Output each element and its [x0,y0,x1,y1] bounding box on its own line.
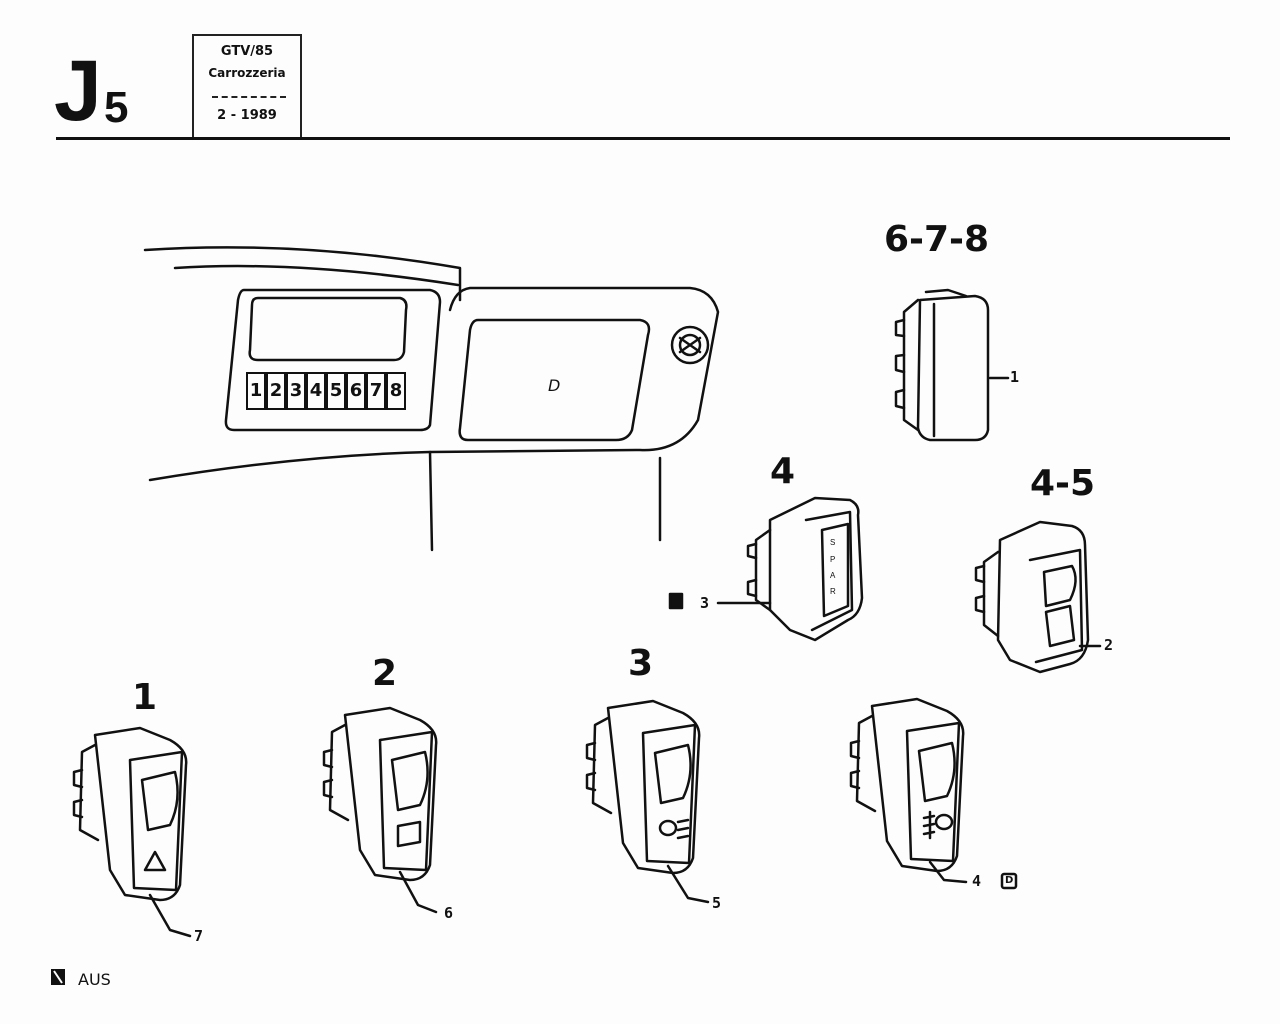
ref-1: 1 [1010,368,1020,386]
ref-3: 3 [700,594,710,612]
svg-text:S: S [830,538,835,547]
switch-3-illustration [585,699,710,904]
model-label: GTV/85 [220,44,274,59]
date-label: 2 - 1989 [217,108,277,123]
legend-text: AUS [78,970,111,989]
label-6-7-8: 6-7-8 [884,219,990,260]
switch-1-illustration [72,726,192,938]
svg-text:A: A [830,571,836,580]
dashboard-illustration [143,246,720,552]
ref-7: 7 [194,927,204,945]
info-box: GTV/85 Carrozzeria 2 - 1989 [192,34,302,139]
ref-2: 2 [1104,636,1114,654]
label-4-5: 4-5 [1030,463,1096,504]
glovebox-mark: D [548,376,561,395]
dashboard-switch-5: 5 [326,372,346,410]
svg-text:P: P [830,555,835,564]
section-name: Carrozzeria [208,66,286,80]
ref-4: 4 [972,872,982,890]
marker-d: D [1005,875,1014,886]
divider [212,96,286,98]
dashboard-switch-row: 1 2 3 4 5 6 7 8 [246,372,406,412]
section-number: 5 [104,83,129,132]
ref-5: 5 [712,894,722,912]
ref-6: 6 [444,904,454,922]
dashboard-switch-6: 6 [346,372,366,410]
switch-4-illustration: S P A R [716,496,864,642]
dashboard-switch-4: 4 [306,372,326,410]
label-2: 2 [372,653,398,694]
switch-2-illustration [322,706,438,914]
label-1: 1 [132,677,158,718]
dashboard-switch-3: 3 [286,372,306,410]
switch-4-5-illustration [974,520,1102,674]
header-rule [56,137,1230,140]
section-letter: J [54,43,102,139]
dashboard-switch-8: 8 [386,372,406,410]
svg-text:R: R [830,587,836,596]
label-4: 4 [770,451,796,492]
dashboard-switch-1: 1 [246,372,266,410]
legend-flag-icon [51,969,65,985]
label-3: 3 [628,643,654,684]
switch-4-bottom-illustration [849,697,1018,890]
dashboard-switch-7: 7 [366,372,386,410]
marker-square [668,592,684,610]
switch-6-7-8-illustration [894,288,1010,442]
dashboard-switch-2: 2 [266,372,286,410]
